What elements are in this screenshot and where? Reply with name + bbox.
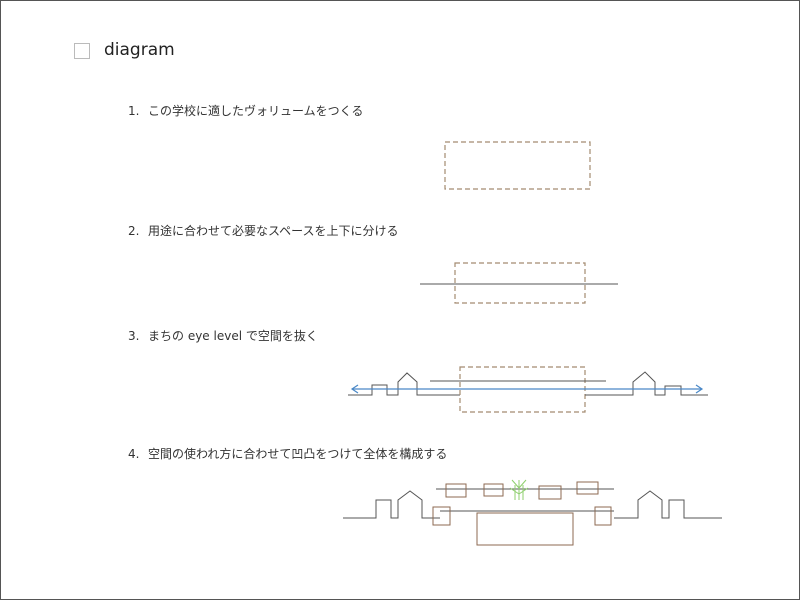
room [483,483,504,497]
room [476,512,574,546]
street-skyline-left [348,372,460,396]
street-skyline-right [585,371,708,396]
street-skyline-left [343,490,440,519]
checkbox[interactable] [74,43,90,59]
street-skyline-right [614,490,722,519]
room [594,506,612,526]
step-number: 4. [128,447,140,461]
step-number: 2. [128,224,140,238]
page-title: diagram [104,40,175,60]
step-text: この学校に適したヴォリュームをつくる [148,104,364,118]
step-1: 1. この学校に適したヴォリュームをつくる [128,102,363,119]
step-2: 2. 用途に合わせて必要なスペースを上下に分ける [128,222,399,239]
step-number: 3. [128,329,140,343]
step-4: 4. 空間の使われ方に合わせて凹凸をつけて全体を構成する [128,445,447,462]
step-text: 用途に合わせて必要なスペースを上下に分ける [148,224,399,238]
volume-box [444,141,591,190]
step-text: 空間の使われ方に合わせて凹凸をつけて全体を構成する [148,447,448,461]
arrow-right-icon [695,384,704,394]
room [538,485,562,500]
room [445,483,467,498]
room [432,506,451,526]
volume-box [454,262,586,304]
arrow-left-icon [350,384,359,394]
tree-icon [509,479,529,500]
lower-rooms [432,506,612,546]
step-number: 1. [128,104,140,118]
step-3: 3. まちの eye level で空間を抜く [128,327,318,344]
step-text: まちの eye level で空間を抜く [148,329,318,343]
room [576,481,599,495]
upper-rooms [445,481,599,500]
